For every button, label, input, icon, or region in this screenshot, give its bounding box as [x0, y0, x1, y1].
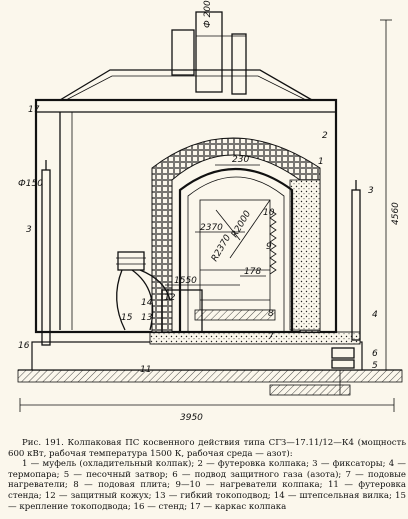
caption-legend: 1 — муфель (охладительный колпак); 2 — ф…	[8, 459, 406, 512]
dim-r2370: R2370	[210, 233, 233, 263]
gas-supply	[331, 347, 355, 369]
label-10: 10	[263, 208, 275, 218]
label-17: 17	[28, 105, 40, 115]
label-12: 12	[164, 293, 176, 303]
label-14: 14	[141, 298, 153, 308]
dim-3950: 3950	[180, 413, 203, 423]
label-1: 1	[318, 157, 324, 167]
label-9: 9	[266, 242, 272, 252]
label-5: 5	[372, 361, 378, 371]
dim-4560: 4560	[391, 202, 401, 225]
bell-heaters	[269, 209, 277, 275]
dim-230: 230	[232, 155, 249, 165]
fixator-left	[41, 160, 51, 346]
dim-1550: 1550	[174, 276, 197, 286]
muffle	[178, 167, 294, 332]
top-exhaust	[171, 11, 247, 95]
caption-title: Рис. 191. Колпаковая ПС косвенного дейст…	[8, 438, 406, 459]
dim-178: 178	[244, 267, 261, 277]
label-7: 7	[268, 332, 274, 342]
dim-150: Ф150	[18, 179, 43, 189]
dim-lines	[19, 19, 395, 412]
label-6: 6	[372, 349, 378, 359]
stand	[31, 331, 363, 396]
dim-200: Ф 200	[203, 0, 213, 28]
label-4: 4	[372, 310, 378, 320]
label-3-left: 3	[26, 225, 32, 235]
label-15: 15	[121, 313, 133, 323]
protective-shell	[161, 289, 203, 333]
bell-lining	[151, 137, 321, 333]
fixator-right	[351, 180, 361, 341]
label-2: 2	[322, 131, 328, 141]
floor	[17, 369, 403, 383]
work-chamber	[199, 199, 271, 311]
label-13: 13	[141, 313, 153, 323]
furnace-drawing: 1 2 3 3 4 5 6 7 8 9 10 11 12 13 14 15 16…	[17, 0, 403, 423]
dim-r2000: R2000	[230, 209, 253, 239]
label-8: 8	[268, 309, 274, 319]
dim-2370: 2370	[200, 223, 223, 233]
label-11: 11	[140, 365, 151, 375]
figure-caption: Рис. 191. Колпаковая ПС косвенного дейст…	[8, 438, 406, 512]
label-3-right: 3	[368, 186, 374, 196]
label-16: 16	[18, 341, 30, 351]
hearth-plate	[194, 309, 276, 321]
current-leads	[116, 251, 171, 331]
